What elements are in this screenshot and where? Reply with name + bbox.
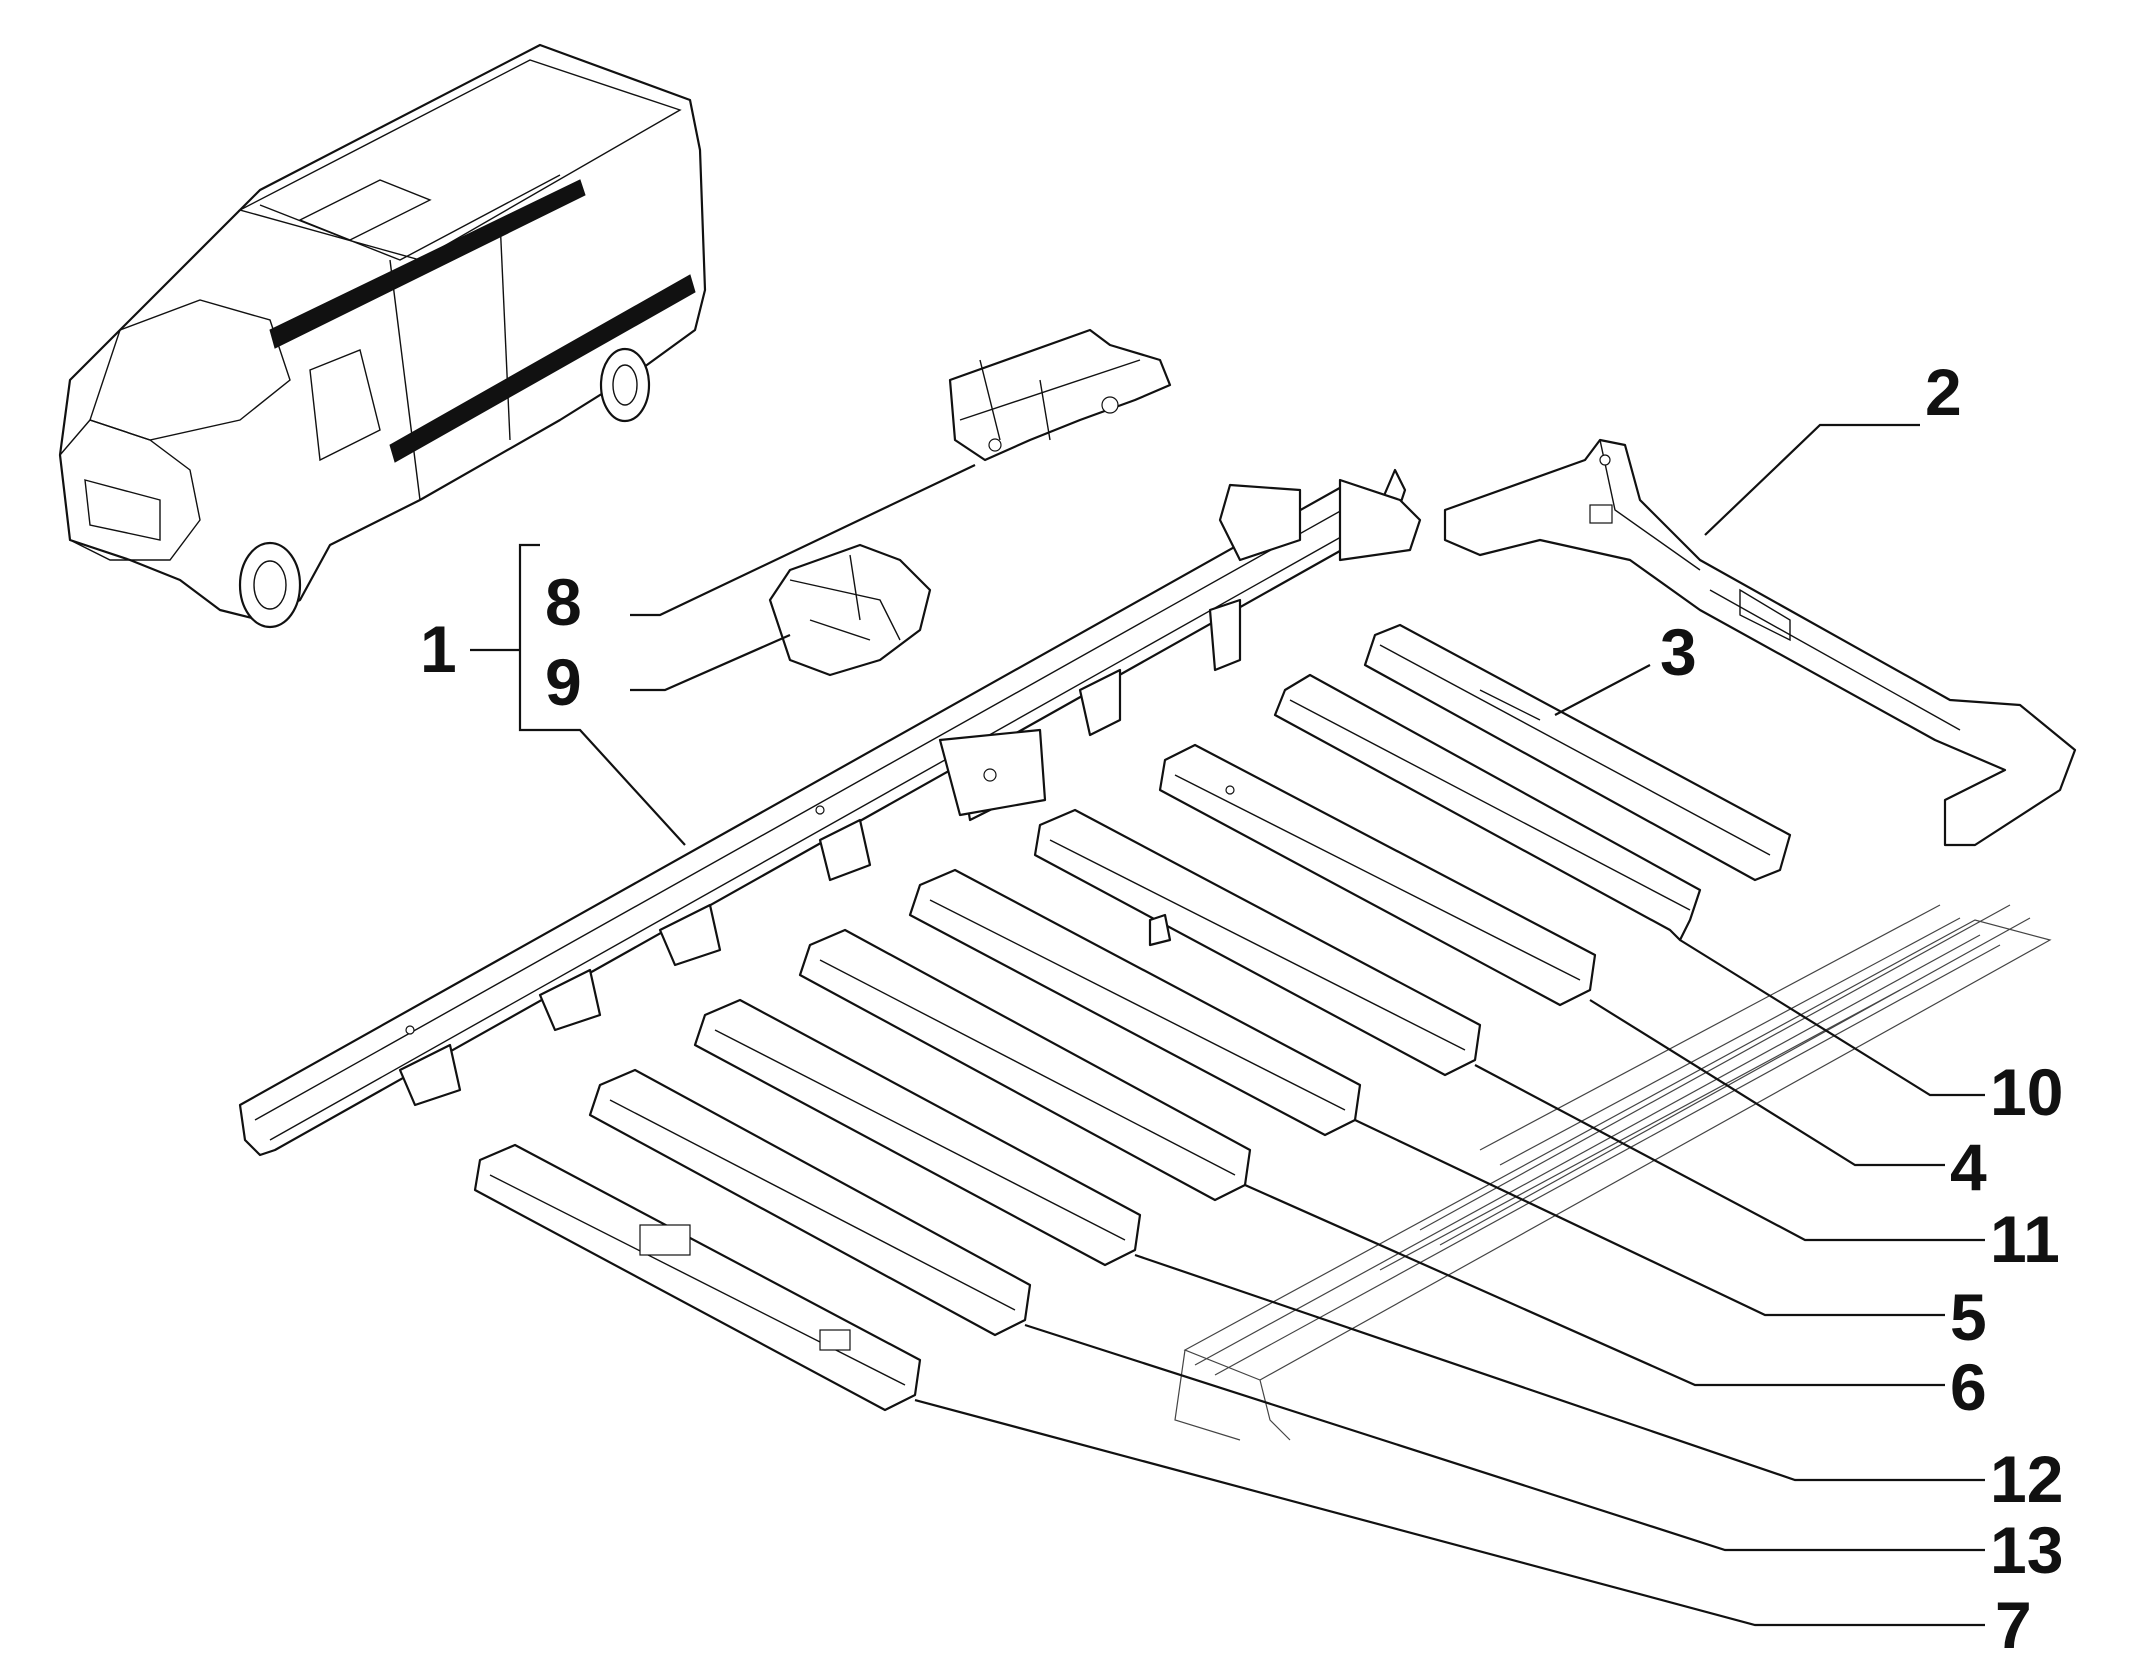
callout-labels: 1 2 3 4 5 6 7 8 9 10 11 12 13	[420, 355, 2063, 1662]
callout-8: 8	[545, 565, 582, 639]
callout-7: 7	[1995, 1588, 2032, 1662]
part-1-side-member	[238, 468, 1422, 1157]
callout-13: 13	[1990, 1513, 2063, 1587]
part-10-rail	[1273, 673, 1702, 942]
part-13-rail	[588, 1068, 1032, 1337]
callout-9: 9	[545, 645, 582, 719]
part-3-rail	[1363, 623, 1792, 882]
floor-outline	[1174, 904, 2052, 1441]
van-illustration	[58, 43, 707, 629]
callout-6: 6	[1950, 1350, 1987, 1424]
part-8-bracket	[948, 328, 1172, 462]
callout-10: 10	[1990, 1055, 2063, 1129]
callout-4: 4	[1950, 1130, 1987, 1204]
part-11-rail	[1033, 808, 1482, 1077]
callout-2: 2	[1925, 355, 1962, 429]
callout-5: 5	[1950, 1280, 1987, 1354]
callout-11: 11	[1990, 1202, 2060, 1276]
leader-lines	[470, 423, 1985, 1627]
callout-1: 1	[420, 612, 457, 686]
callout-3: 3	[1660, 615, 1697, 689]
part-4-rail	[1158, 743, 1597, 1007]
part-9-bracket	[768, 543, 932, 677]
part-7-rail	[473, 1143, 922, 1412]
part-12-rail	[693, 998, 1142, 1267]
part-2-cross-member	[1443, 438, 2077, 847]
callout-12: 12	[1990, 1442, 2063, 1516]
